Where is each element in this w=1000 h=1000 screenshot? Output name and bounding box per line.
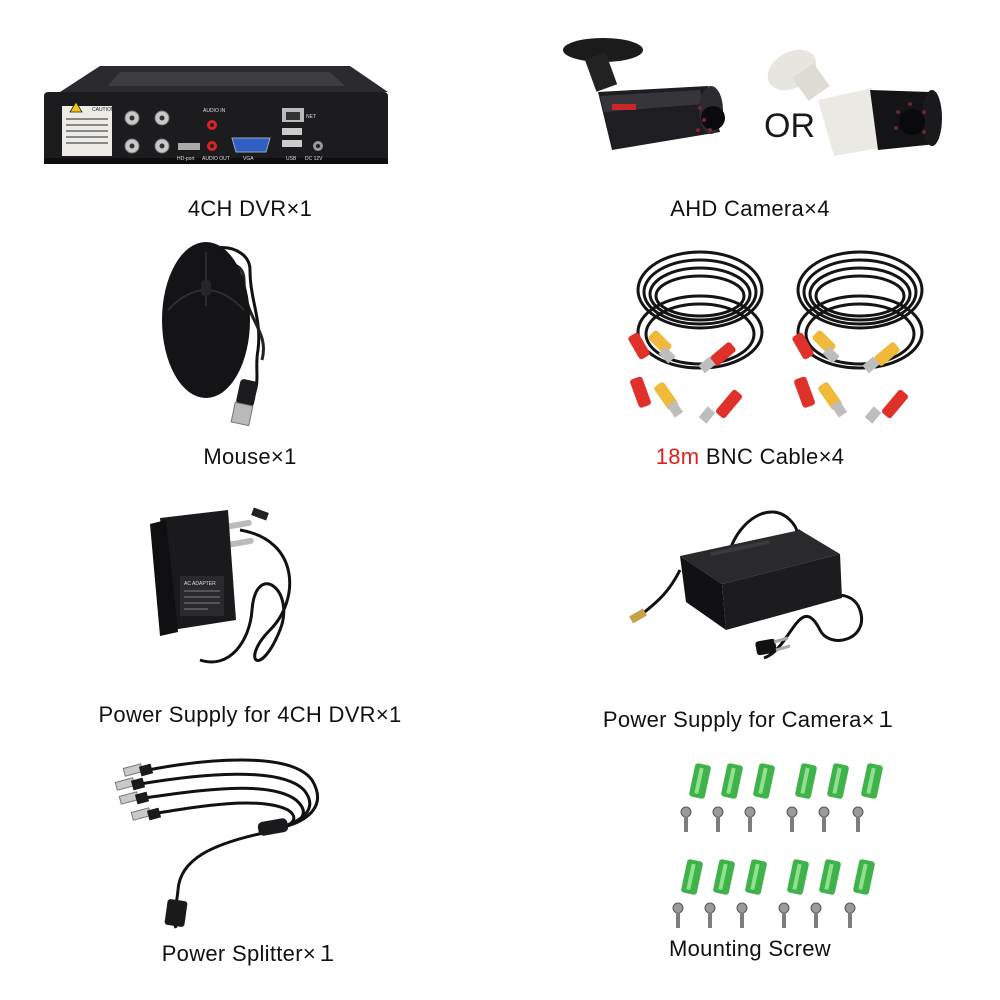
screw-icon — [680, 806, 692, 832]
usb-mouse-icon — [162, 242, 265, 427]
item-caption: Power Supply for Camera×１ — [602, 707, 898, 732]
item-splitter: Power Splitter×１ — [0, 740, 500, 1000]
dvr-recorder-icon: CAUTION HD-port AUDIO IN AUDIO OUT — [44, 66, 388, 164]
hd-port-label: HD-port — [177, 156, 195, 162]
item-caption: Power Supply for 4CH DVR×1 — [98, 702, 402, 727]
item-caption: Mounting Screw — [669, 936, 831, 961]
wall-anchor-icon — [721, 763, 743, 799]
item-caption: 18m BNC Cable×4 — [500, 444, 1000, 470]
usb-label: USB — [286, 156, 297, 162]
screw-icon — [786, 806, 798, 832]
vga-label: VGA — [243, 156, 254, 162]
item-cable: 18m BNC Cable×4 — [500, 240, 1000, 480]
adapter-label: AC ADAPTER — [184, 581, 216, 587]
audio-in-label: AUDIO IN — [203, 108, 226, 114]
net-label: NET — [306, 114, 316, 120]
wall-anchor-icon — [745, 859, 767, 895]
wall-anchor-icon — [795, 763, 817, 799]
dc-label: DC 12V — [305, 156, 323, 162]
item-screws: Mounting Screw — [500, 740, 1000, 1000]
item-camera-power: Power Supply for Camera×１ — [500, 480, 1000, 740]
item-dvr-power: AC ADAPTER Power Supply for 4CH DVR×1 — [0, 480, 500, 740]
bullet-camera-icon: OR — [563, 38, 942, 156]
screw-icon — [844, 902, 856, 928]
screw-icon — [810, 902, 822, 928]
wall-anchor-icon — [689, 763, 711, 799]
screw-icon — [852, 806, 864, 832]
item-mouse: Mouse×1 — [0, 240, 500, 480]
item-dvr: CAUTION HD-port AUDIO IN AUDIO OUT — [0, 0, 500, 240]
wall-adapter-icon: AC ADAPTER — [150, 507, 292, 664]
item-caption: 4CH DVR×1 — [187, 196, 313, 221]
or-separator: OR — [764, 107, 815, 145]
item-caption: Power Splitter×１ — [161, 941, 339, 966]
bnc-cable-icon — [628, 250, 924, 424]
cable-label: BNC Cable×4 — [699, 444, 845, 469]
item-cameras: OR AHD Camera×4 — [500, 0, 1000, 240]
screw-icon — [672, 902, 684, 928]
screw-icon — [778, 902, 790, 928]
wall-anchor-icon — [681, 859, 703, 895]
screw-icon — [744, 806, 756, 832]
item-caption: Mouse×1 — [203, 444, 297, 469]
screw-icon — [736, 902, 748, 928]
caution-label: CAUTION — [92, 107, 115, 113]
screw-icon — [712, 806, 724, 832]
wall-anchor-icon — [853, 859, 875, 895]
cable-length-highlight: 18m — [655, 444, 700, 469]
wall-anchor-icon — [713, 859, 735, 895]
power-brick-icon — [629, 510, 864, 660]
wall-anchor-icon — [827, 763, 849, 799]
screw-icon — [704, 902, 716, 928]
wall-anchor-icon — [787, 859, 809, 895]
audio-out-label: AUDIO OUT — [202, 156, 230, 162]
screw-icon — [818, 806, 830, 832]
wall-anchor-icon — [861, 763, 883, 799]
wall-anchor-icon — [753, 763, 775, 799]
wall-anchor-icon — [819, 859, 841, 895]
item-caption: AHD Camera×4 — [670, 196, 830, 221]
screw-anchor-icon — [672, 763, 883, 928]
power-splitter-icon — [114, 758, 319, 929]
